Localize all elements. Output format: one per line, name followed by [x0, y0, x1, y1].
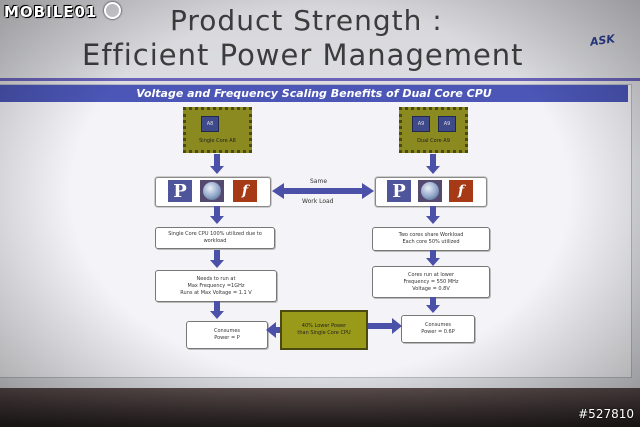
- arrow-down-icon: [426, 258, 440, 266]
- arrow-down-icon: [210, 260, 224, 268]
- left-frequency-line1: Needs to run at: [196, 275, 236, 282]
- title-divider: [0, 78, 640, 81]
- arrow-stem: [430, 297, 436, 305]
- left-utilization-box: Single Core CPU 100% utilized due to wor…: [155, 227, 275, 249]
- arrow-down-icon: [426, 166, 440, 174]
- right-frequency-line3: Voltage = 0.8V: [412, 285, 450, 292]
- arrow-down-icon: [426, 216, 440, 224]
- core-a9-2: A9: [438, 116, 456, 132]
- left-frequency-box: Needs to run at Max Frequency =1GHz Runs…: [155, 270, 277, 302]
- arrow-down-icon: [426, 305, 440, 313]
- arrow-stem: [214, 206, 220, 216]
- arrow-down-icon: [210, 166, 224, 174]
- right-power-box: Consumes Power = 0.6P: [401, 315, 475, 343]
- arrow-stem: [214, 301, 220, 311]
- chip-label-left: Single Core A8: [199, 138, 236, 144]
- pdf-app-icon: P: [168, 180, 192, 202]
- browser-globe-icon: [418, 180, 442, 202]
- right-frequency-line1: Cores run at lower: [407, 271, 455, 278]
- right-utilization-box: Two cores share Workload Each core 50% u…: [372, 227, 490, 251]
- right-utilization-line1: Two cores share Workload: [398, 232, 464, 238]
- left-power-line1: Consumes: [213, 328, 241, 334]
- left-power-line2: Power = P: [214, 335, 240, 341]
- arrow-down-icon: [210, 311, 224, 319]
- left-frequency-line2: Max Frequency =1GHz: [187, 282, 245, 289]
- arrow-stem: [214, 250, 220, 260]
- right-power-line1: Consumes: [424, 322, 452, 328]
- flash-app-icon: f: [233, 180, 257, 202]
- watermark-ring-icon: [103, 2, 121, 19]
- arrow-left-icon: [266, 322, 282, 338]
- slide-title-line2: Efficient Power Management: [82, 38, 524, 72]
- workload-label: Work Load: [302, 198, 334, 205]
- slide-title-line1: Product Strength :: [170, 4, 443, 37]
- watermark-brand: MOBILE01: [4, 2, 121, 21]
- watermark-brand-text: MOBILE01: [4, 3, 98, 21]
- right-frequency-box: Cores run at lower Frequency = 550 MHz V…: [372, 266, 490, 298]
- left-power-box: Consumes Power = P: [186, 321, 268, 349]
- right-frequency-line2: Frequency = 550 MHz: [403, 278, 459, 285]
- app-row-left: P f: [155, 177, 271, 207]
- screen-frame-bottom: [0, 388, 640, 427]
- power-savings-box: 40% Lower Power than Single Core CPU: [280, 310, 368, 350]
- arrow-down-icon: [210, 216, 224, 224]
- chip-label-right: Dual Core A9: [417, 138, 450, 144]
- power-savings-line1: 40% Lower Power: [301, 323, 347, 329]
- right-utilization-line2: Each core 50% utilized: [402, 239, 460, 245]
- arrow-stem: [430, 154, 436, 166]
- double-arrow-icon: [272, 183, 374, 199]
- flash-app-icon: f: [449, 180, 473, 202]
- arrow-stem: [430, 250, 436, 258]
- left-frequency-line3: Runs at Max Voltage = 1.1 V: [180, 289, 252, 296]
- power-savings-line2: than Single Core CPU: [297, 330, 351, 336]
- arrow-right-icon: [368, 318, 402, 334]
- watermark-photo-id: #527810: [578, 407, 634, 421]
- browser-globe-icon: [200, 180, 224, 202]
- app-row-right: P f: [375, 177, 487, 207]
- same-label: Same: [310, 178, 328, 185]
- core-a8: A8: [201, 116, 219, 132]
- diagram-banner: Voltage and Frequency Scaling Benefits o…: [0, 85, 628, 102]
- arrow-stem: [214, 154, 220, 166]
- dual-core-chip: A9 A9 Dual Core A9: [399, 107, 468, 153]
- right-power-line2: Power = 0.6P: [421, 329, 455, 335]
- core-a9-1: A9: [412, 116, 430, 132]
- single-core-chip: A8 Single Core A8: [183, 107, 252, 153]
- arrow-stem: [430, 206, 436, 216]
- pdf-app-icon: P: [387, 180, 411, 202]
- left-utilization-text: Single Core CPU 100% utilized due to wor…: [168, 231, 262, 244]
